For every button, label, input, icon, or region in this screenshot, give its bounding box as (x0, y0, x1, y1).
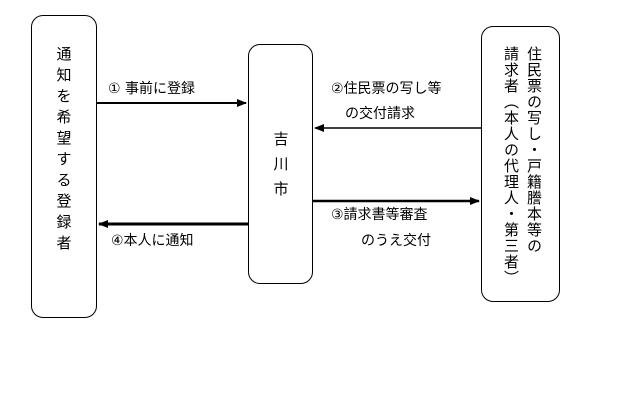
step2-label-line1: ②住民票の写し等 (331, 81, 442, 97)
city-box (248, 44, 313, 284)
label-char: 吉 (273, 130, 289, 148)
requester-box (481, 26, 560, 302)
label-char: 録 (56, 213, 72, 231)
label-char: 登 (56, 192, 72, 210)
label-char: 川 (273, 155, 289, 173)
label-char: 知 (56, 66, 72, 84)
label-char: を (56, 87, 72, 105)
label-char: る (56, 171, 72, 189)
registrant-box (31, 15, 97, 318)
requester-label-line1: 住民票の写し・戸籍謄本等の (525, 46, 543, 254)
step3-label-line2: のうえ交付 (361, 233, 431, 249)
label-char: 希 (56, 108, 72, 126)
registrant-label: 通知を希望する登録者 (56, 47, 72, 257)
step4-label: ④本人に通知 (111, 233, 194, 249)
step2-label-line2: の交付請求 (345, 106, 415, 122)
label-char: 市 (273, 180, 289, 198)
label-char: す (56, 150, 72, 168)
requester-label-line2: 請求者（本人の代理人・第三者） (502, 46, 520, 286)
city-label: 吉川市 (273, 132, 289, 207)
step3-label-line1: ③請求書等審査 (331, 207, 428, 223)
label-char: 通 (56, 45, 72, 63)
step1-label: ① 事前に登録 (108, 81, 196, 97)
label-char: 者 (56, 234, 72, 252)
label-char: 望 (56, 129, 72, 147)
